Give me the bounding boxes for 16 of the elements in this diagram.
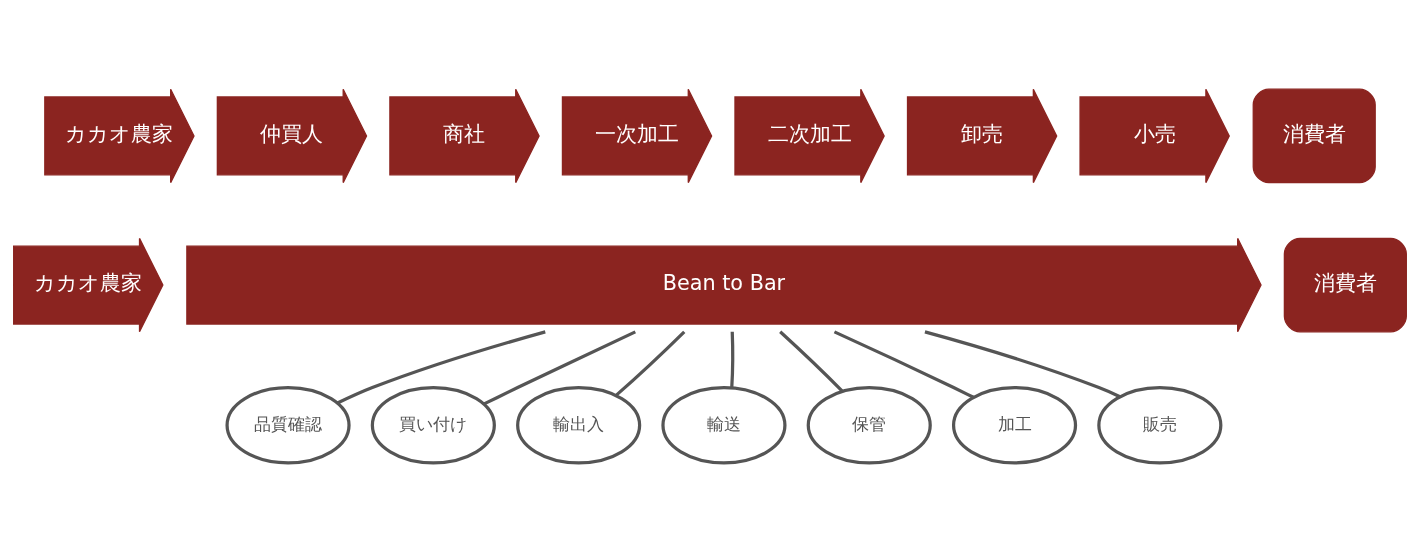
connector [730,331,735,388]
node-ellipse: 販売 [1097,385,1223,465]
node-ellipse: 買い付け [370,385,496,465]
connector [779,330,844,393]
node-ellipse: 輸送 [661,385,787,465]
node-box: 消費者 [1252,88,1376,184]
node-ellipse: 加工 [951,385,1078,465]
connector [924,330,1121,399]
node-ellipse: 輸出入 [516,385,642,465]
connector [336,330,546,405]
node-ellipse: 品質確認 [225,385,351,465]
node-box: 消費者 [1283,237,1407,333]
connector [833,330,975,399]
connector [615,330,686,397]
connector [483,330,636,406]
node-ellipse: 保管 [806,385,932,465]
